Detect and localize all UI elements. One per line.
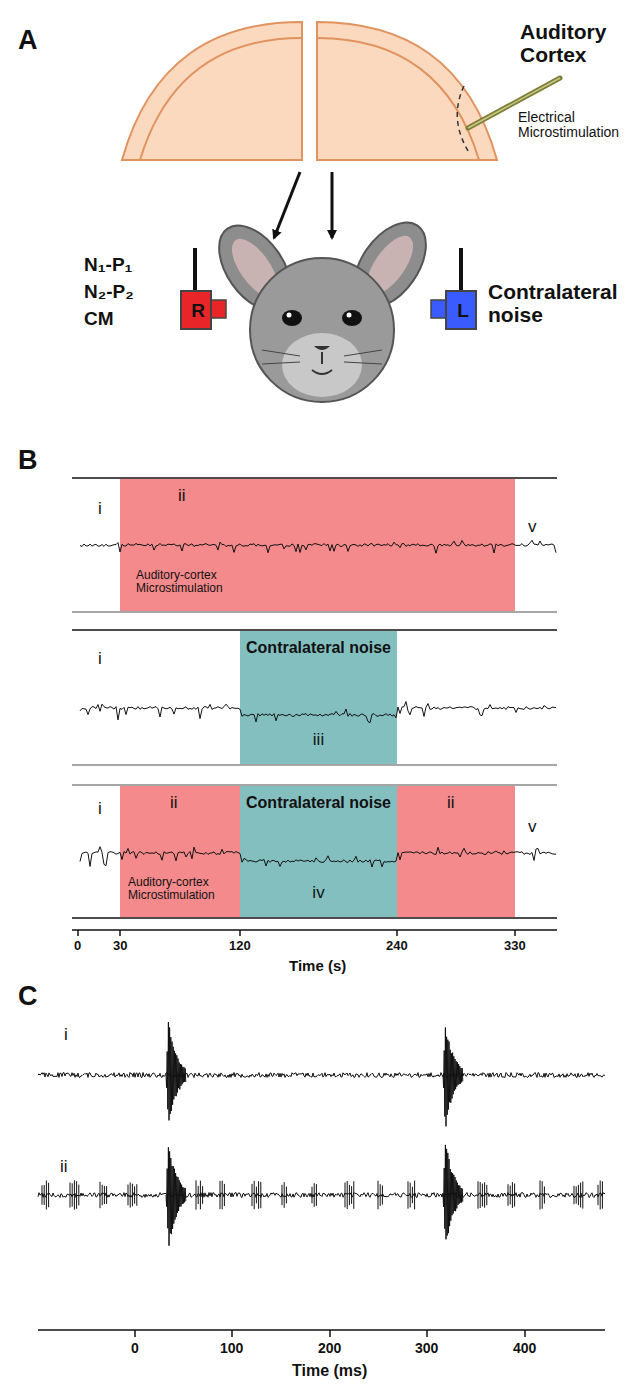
tick-label: 200 bbox=[318, 1341, 341, 1356]
earphone-tip bbox=[431, 300, 446, 318]
tick-label: 100 bbox=[220, 1341, 243, 1356]
condition-numeral: i bbox=[98, 650, 102, 669]
spike-cluster bbox=[42, 1181, 49, 1210]
node-text: Auditory-cortex Microstimulation bbox=[136, 569, 286, 595]
tick-label: 120 bbox=[229, 939, 251, 953]
auditory-area bbox=[457, 86, 470, 154]
eye-glint bbox=[287, 313, 292, 318]
spike-cluster bbox=[408, 1181, 415, 1210]
mouth bbox=[312, 352, 332, 374]
cortex-layer bbox=[317, 38, 479, 160]
neural-trace bbox=[38, 1193, 605, 1198]
node-title: ii bbox=[447, 794, 477, 813]
condition-numeral: v bbox=[528, 818, 537, 837]
spike-cluster bbox=[598, 1181, 602, 1210]
trace-frames bbox=[72, 478, 557, 918]
cortex-layer bbox=[140, 38, 302, 160]
earphone-left: L bbox=[445, 290, 477, 330]
node-title: ii bbox=[178, 487, 208, 506]
response-burst bbox=[443, 1028, 463, 1127]
tick-label: 240 bbox=[386, 939, 408, 953]
spike-cluster bbox=[345, 1181, 354, 1209]
muzzle bbox=[282, 333, 362, 397]
condition-numeral: i bbox=[98, 800, 102, 819]
response-burst bbox=[443, 1145, 463, 1239]
trace-numeral: ii bbox=[60, 1158, 68, 1177]
spike-cluster bbox=[196, 1180, 203, 1209]
panel-letter: B bbox=[18, 446, 38, 476]
tick-label: 30 bbox=[113, 939, 127, 953]
panel-letter: A bbox=[18, 26, 38, 56]
node-text: iv bbox=[240, 884, 397, 903]
neural-trace bbox=[38, 1073, 605, 1078]
projection-arrow bbox=[274, 172, 300, 238]
tick-label: 0 bbox=[74, 939, 81, 953]
noise-band: Contralateral noise iii bbox=[240, 631, 397, 764]
microstimulation-band: ii bbox=[397, 786, 515, 917]
tick-label: 400 bbox=[513, 1341, 536, 1356]
eye-glint bbox=[347, 313, 352, 318]
earphone-cable bbox=[193, 248, 197, 291]
field-potential-trace bbox=[80, 847, 556, 867]
left-hemisphere bbox=[122, 22, 302, 160]
response-burst bbox=[166, 1147, 186, 1245]
condition-numeral: v bbox=[528, 518, 537, 537]
panel-letter: C bbox=[18, 982, 38, 1012]
node-text: Auditory-cortex Microstimulation bbox=[128, 876, 236, 902]
microstimulation-band: iiAuditory-cortex Microstimulation bbox=[120, 479, 515, 611]
node-title: L bbox=[447, 301, 479, 322]
tick-label: 330 bbox=[504, 939, 526, 953]
spike-cluster bbox=[128, 1182, 137, 1207]
spike-cluster bbox=[574, 1181, 583, 1208]
spike-cluster bbox=[100, 1182, 107, 1208]
head bbox=[250, 258, 394, 402]
noise-band: Contralateral noise iv bbox=[240, 786, 397, 917]
spike-cluster bbox=[540, 1180, 544, 1209]
node-text: iii bbox=[240, 731, 397, 750]
region-label: Auditory Cortex bbox=[520, 20, 635, 66]
nose bbox=[314, 346, 330, 350]
response-burst bbox=[166, 1022, 186, 1120]
eye bbox=[282, 310, 302, 326]
axis-title: Time (ms) bbox=[292, 1362, 367, 1380]
response-measure: N₂-P₂ bbox=[84, 282, 134, 303]
condition-numeral: i bbox=[98, 500, 102, 519]
axis-title: Time (s) bbox=[289, 958, 346, 975]
node-title: R bbox=[182, 301, 214, 322]
field-potential-trace bbox=[80, 540, 556, 553]
spike-cluster bbox=[312, 1183, 316, 1207]
field-potential-trace bbox=[80, 702, 556, 723]
stimulus-label: Contralateral noise bbox=[488, 280, 634, 326]
tick-label: 0 bbox=[131, 1341, 139, 1356]
node-title: Contralateral noise bbox=[244, 639, 393, 657]
microstimulation-band: iiAuditory-cortex Microstimulation bbox=[120, 786, 240, 917]
spike-cluster bbox=[478, 1181, 487, 1208]
spike-cluster bbox=[220, 1181, 224, 1210]
earphone-cable bbox=[459, 248, 463, 291]
response-measure: N₁-P₁ bbox=[84, 255, 132, 276]
trace-numeral: i bbox=[64, 1026, 68, 1045]
spike-cluster bbox=[508, 1182, 515, 1208]
node-title: Contralateral noise bbox=[244, 794, 393, 812]
projection-arrow bbox=[331, 172, 334, 238]
tick-label: 300 bbox=[415, 1341, 438, 1356]
node-title: ii bbox=[170, 794, 200, 813]
time-axis bbox=[38, 930, 605, 1337]
spike-cluster bbox=[282, 1182, 286, 1208]
stimulation-label: Electrical Microstimulation bbox=[518, 110, 635, 141]
earphone-tip bbox=[211, 300, 226, 318]
whiskers bbox=[262, 350, 382, 364]
earphone-right: R bbox=[180, 290, 212, 330]
spike-cluster bbox=[252, 1181, 261, 1209]
response-measure: CM bbox=[84, 309, 114, 330]
right-hemisphere bbox=[317, 22, 497, 160]
eye bbox=[342, 310, 362, 326]
spike-cluster bbox=[70, 1180, 79, 1209]
spike-cluster bbox=[378, 1181, 382, 1210]
